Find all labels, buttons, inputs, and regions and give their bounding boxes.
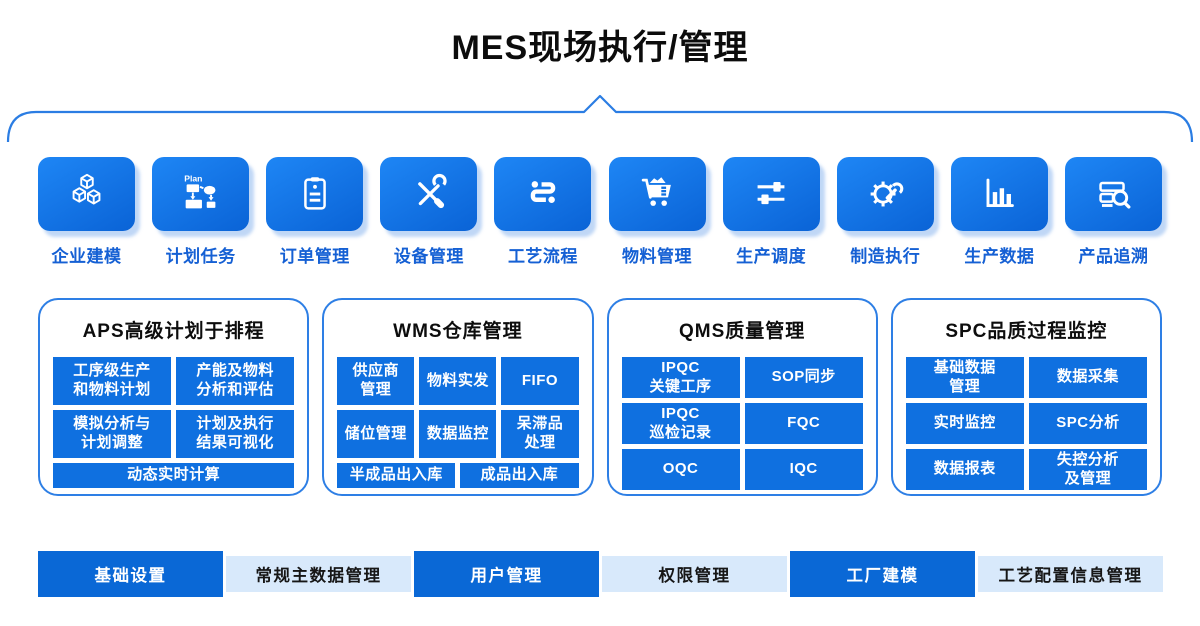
module-order-mgmt: 订单管理 [266, 157, 364, 267]
panel-cell: 工序级生产 和物料计划 [53, 357, 172, 405]
panel-cell: SPC分析 [1028, 403, 1147, 444]
module-tile [722, 157, 820, 231]
module-tile: Plan [152, 157, 250, 231]
panel-title: WMS仓库管理 [393, 321, 523, 342]
panel-cell: IQC [744, 449, 863, 490]
panel-cell: FIFO [501, 357, 579, 405]
module-product-traceability: 产品追溯 [1064, 157, 1162, 267]
panel-cell: IPQC 巡检记录 [621, 403, 740, 444]
module-tile [608, 157, 706, 231]
module-label: 设备管理 [393, 247, 464, 266]
panel-wms: WMS仓库管理 供应商 管理 物料实发 FIFO 储位管理 数据监控 呆滞品 处… [322, 298, 594, 496]
module-tile [836, 157, 934, 231]
plan-icon-text: Plan [184, 174, 202, 184]
trace-search-icon [1099, 181, 1131, 209]
panel-title: QMS质量管理 [678, 321, 806, 342]
panel-title: APS高级计划于排程 [82, 321, 265, 342]
tools-icon [417, 173, 447, 209]
panel-cell: 产能及物料 分析和评估 [176, 357, 295, 405]
module-tile [380, 157, 478, 231]
panel-grid: 基础数据 管理 数据采集 实时监控 SPC分析 数据报表 失控分析 及管理 [905, 357, 1147, 490]
module-enterprise-modeling: 企业建模 [38, 157, 135, 267]
modules-row: 企业建模 Plan 计划任务 [38, 157, 1162, 267]
module-tile [950, 157, 1048, 231]
panel-cell: 数据监控 [419, 410, 497, 458]
panel-spc: SPC品质过程监控 基础数据 管理 数据采集 实时监控 SPC分析 数据报表 失… [890, 298, 1162, 496]
route-icon [530, 181, 556, 204]
panel-qms: QMS质量管理 IPQC 关键工序 SOP同步 IPQC 巡检记录 FQC OQ… [606, 298, 878, 496]
module-label: 企业建模 [51, 247, 122, 266]
module-equipment-mgmt: 设备管理 [380, 157, 478, 267]
page-title: MES现场执行/管理 [451, 29, 749, 67]
module-tile [38, 157, 135, 231]
module-plan-task: Plan 计划任务 [152, 157, 250, 267]
bar-chart-icon [986, 178, 1015, 207]
panel-cell: OQC [621, 449, 740, 490]
bottom-item-factory-modeling: 工厂建模 [790, 551, 975, 597]
module-label: 生产调度 [736, 247, 807, 266]
panel-cell: FQC [744, 403, 863, 444]
panel-cell: 模拟分析与 计划调整 [53, 410, 172, 458]
panel-cell: 物料实发 [419, 357, 497, 405]
bottom-item-permission-mgmt: 权限管理 [602, 556, 787, 592]
panel-cell: 储位管理 [337, 410, 415, 458]
panel-cell: IPQC 关键工序 [621, 357, 740, 398]
panel-cell: 基础数据 管理 [905, 357, 1024, 398]
gear-wrench-icon [870, 181, 904, 207]
cart-icon [641, 177, 671, 206]
cubes-icon [72, 173, 100, 205]
module-material-mgmt: 物料管理 [608, 157, 706, 267]
module-production-scheduling: 生产调度 [722, 157, 820, 267]
sliders-icon [757, 182, 785, 205]
panel-cell: 数据采集 [1028, 357, 1147, 398]
module-label: 物料管理 [622, 247, 693, 266]
module-manufacturing-execution: 制造执行 [836, 157, 934, 267]
module-tile [266, 157, 364, 231]
panel-cell: 计划及执行 结果可视化 [176, 410, 295, 458]
module-label: 工艺流程 [507, 247, 578, 266]
panel-cell: 半成品出入库 [337, 463, 456, 488]
bottom-bar: 基础设置 常规主数据管理 用户管理 权限管理 工厂建模 工艺配置信息管理 [38, 551, 1163, 597]
panel-cell: 动态实时计算 [53, 463, 295, 488]
module-label: 生产数据 [964, 247, 1035, 266]
panel-grid: 供应商 管理 物料实发 FIFO 储位管理 数据监控 呆滞品 处理 半成品出入库… [337, 357, 579, 488]
module-tile [494, 157, 592, 231]
bottom-item-basic-settings: 基础设置 [38, 551, 223, 597]
module-label: 订单管理 [279, 247, 350, 266]
panel-grid: 工序级生产 和物料计划 产能及物料 分析和评估 模拟分析与 计划调整 计划及执行… [53, 357, 295, 488]
bottom-item-master-data: 常规主数据管理 [226, 556, 411, 592]
panel-cell: 成品出入库 [460, 463, 579, 488]
panel-cell: 数据报表 [905, 449, 1024, 490]
bottom-item-user-mgmt: 用户管理 [414, 551, 599, 597]
panel-grid: IPQC 关键工序 SOP同步 IPQC 巡检记录 FQC OQC IQC [621, 357, 863, 490]
module-label: 制造执行 [850, 247, 921, 266]
panel-cell: 失控分析 及管理 [1028, 449, 1147, 490]
panels-row: APS高级计划于排程 工序级生产 和物料计划 产能及物料 分析和评估 模拟分析与… [38, 298, 1162, 496]
panel-aps: APS高级计划于排程 工序级生产 和物料计划 产能及物料 分析和评估 模拟分析与… [38, 298, 310, 496]
panel-cell: 供应商 管理 [337, 357, 415, 405]
panel-cell: 实时监控 [905, 403, 1024, 444]
bottom-item-process-config: 工艺配置信息管理 [978, 556, 1163, 592]
module-label: 计划任务 [165, 247, 236, 266]
module-label: 产品追溯 [1078, 247, 1149, 266]
clipboard-icon [303, 177, 326, 210]
module-process-flow: 工艺流程 [494, 157, 592, 267]
plan-flow-icon: Plan [184, 174, 215, 209]
module-tile [1064, 157, 1162, 231]
panel-cell: SOP同步 [744, 357, 863, 398]
panel-title: SPC品质过程监控 [945, 321, 1108, 342]
panel-cell: 呆滞品 处理 [501, 410, 579, 458]
module-production-data: 生产数据 [950, 157, 1048, 267]
